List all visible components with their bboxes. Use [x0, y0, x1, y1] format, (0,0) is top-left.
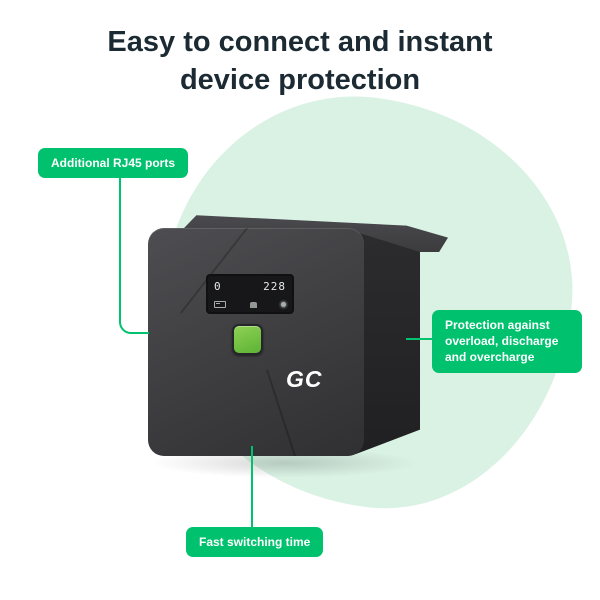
callout-line-switching — [251, 446, 253, 527]
device-front-face: 0 228 GC — [148, 228, 364, 456]
callout-line-rj45 — [119, 173, 149, 334]
callout-fast-switching: Fast switching time — [186, 527, 324, 558]
battery-icon — [214, 301, 226, 308]
lcd-digits-row: 0 228 — [214, 280, 286, 293]
lcd-display: 0 228 — [206, 274, 294, 314]
device-side-face — [356, 232, 420, 454]
lcd-icons-row — [214, 301, 286, 308]
bulb-icon — [281, 302, 286, 307]
page-title-text: Easy to connect and instant device prote… — [107, 26, 493, 96]
callout-rj45-ports: Additional RJ45 ports — [38, 148, 189, 179]
callout-line-protection — [406, 338, 434, 340]
callout-protection: Protection against overload, discharge a… — [432, 310, 582, 373]
page-title: Easy to connect and instant device prote… — [0, 24, 600, 99]
ups-device: 0 228 GC — [140, 212, 448, 467]
plug-icon — [250, 301, 257, 308]
brand-logo: GC — [286, 366, 323, 392]
power-button[interactable] — [232, 324, 263, 355]
lcd-voltage-value: 228 — [263, 280, 286, 293]
lcd-load-value: 0 — [214, 280, 222, 293]
